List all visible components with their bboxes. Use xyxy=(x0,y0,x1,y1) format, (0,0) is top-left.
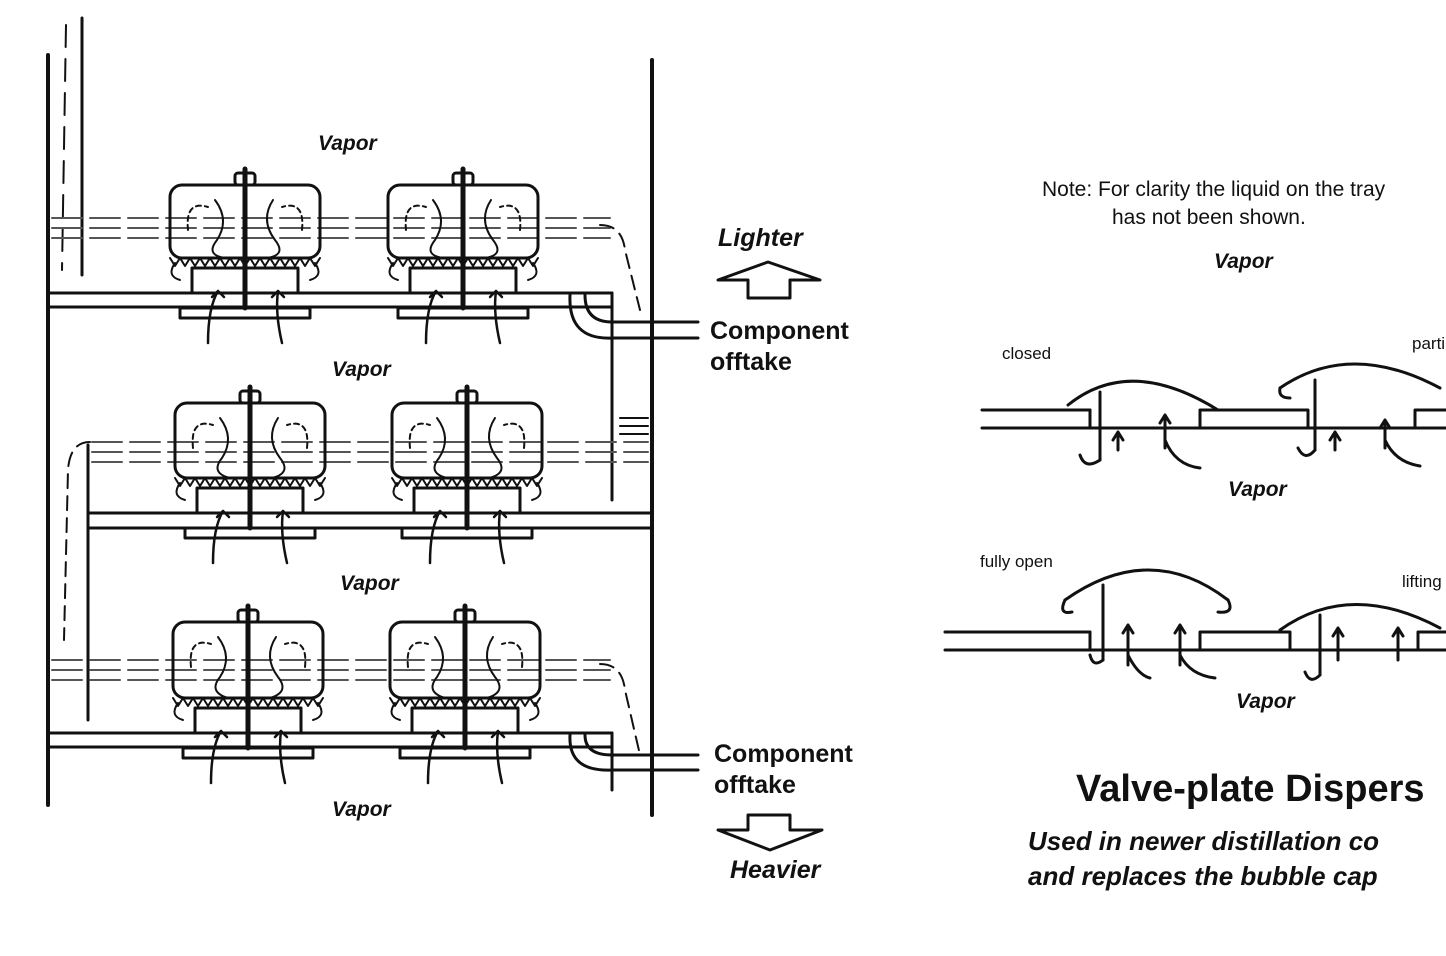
bubble-cap xyxy=(171,603,325,785)
fully-open-label: fully open xyxy=(980,552,1053,571)
note-line: has not been shown. xyxy=(1112,206,1306,229)
bubble-cap xyxy=(386,166,540,345)
component-offtake-upper: Component offtake xyxy=(710,316,849,378)
bubble-cap xyxy=(173,384,327,565)
vapor-label: Vapor xyxy=(1214,250,1273,273)
offtake-line: Component xyxy=(714,740,853,768)
offtake-line: Component xyxy=(710,317,849,345)
note-line: Note: For clarity the liquid on the tray xyxy=(1042,178,1386,201)
clarity-note: Note: For clarity the liquid on the tray… xyxy=(1042,176,1385,232)
heavier-arrow xyxy=(716,813,824,852)
vapor-label: Vapor xyxy=(340,572,399,595)
upper-offtake-pipe xyxy=(568,293,700,340)
offtake-line: offtake xyxy=(710,348,792,376)
bubble-cap xyxy=(390,384,544,565)
bubble-cap xyxy=(168,166,322,345)
heavier-label: Heavier xyxy=(730,856,821,884)
vapor-label: Vapor xyxy=(1228,478,1287,501)
lighter-arrow xyxy=(716,260,822,300)
vapor-label: Vapor xyxy=(318,132,377,155)
offtake-line: offtake xyxy=(714,771,796,799)
lifting-label: lifting xyxy=(1402,572,1442,591)
vapor-label: Vapor xyxy=(332,358,391,381)
subtitle-line: Used in newer distillation co xyxy=(1028,826,1380,856)
diagram-title: Valve-plate Dispers xyxy=(1076,768,1425,810)
vapor-label: Vapor xyxy=(1236,690,1295,713)
subtitle-line: and replaces the bubble cap xyxy=(1028,861,1378,891)
lighter-label: Lighter xyxy=(718,224,803,252)
lower-offtake-pipe xyxy=(568,733,700,772)
diagram-subtitle: Used in newer distillation co and replac… xyxy=(1028,824,1379,894)
component-offtake-lower: Component offtake xyxy=(714,739,853,801)
bubble-cap xyxy=(388,603,542,785)
partly-label: parti xyxy=(1412,334,1446,353)
vapor-label: Vapor xyxy=(332,798,391,821)
closed-label: closed xyxy=(1002,344,1052,363)
